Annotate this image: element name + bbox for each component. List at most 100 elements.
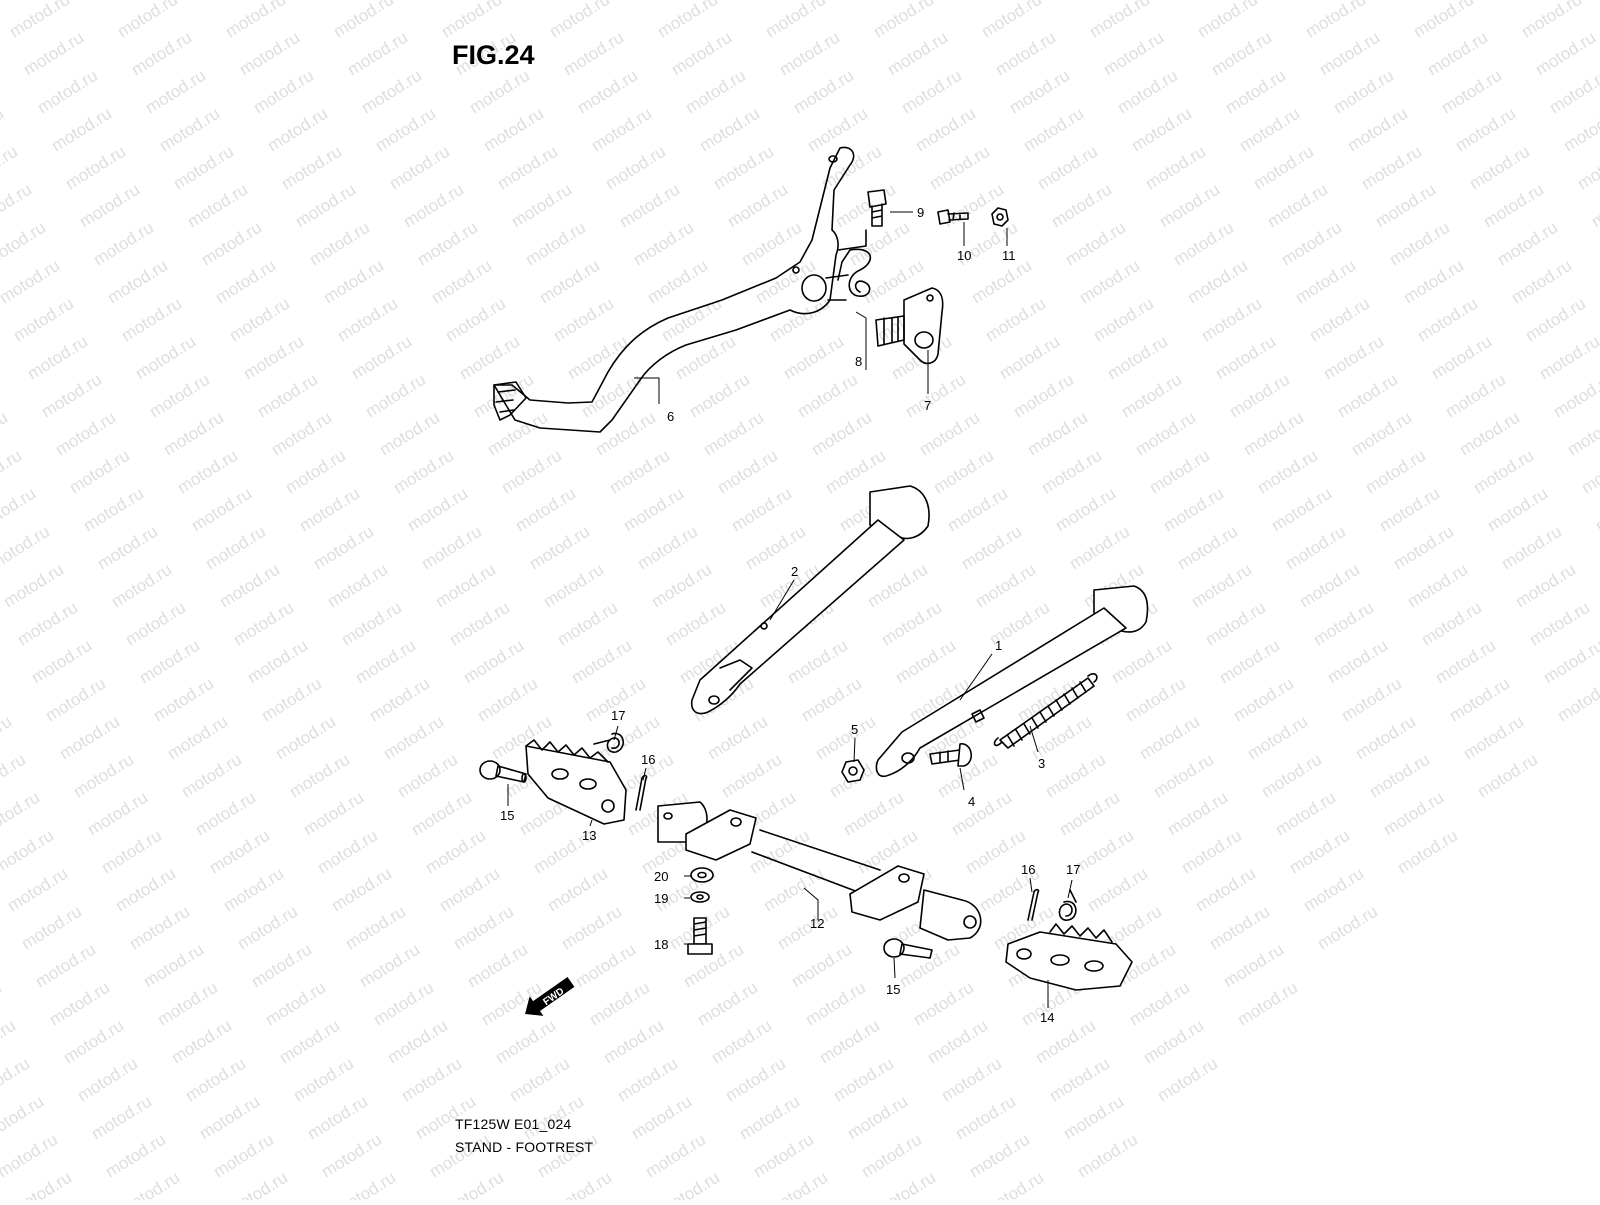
- watermark-text: motod.ru: [1292, 256, 1359, 308]
- pedal-spring: [837, 248, 871, 297]
- watermark-text: motod.ru: [1076, 256, 1143, 308]
- watermark-text: motod.ru: [700, 408, 767, 460]
- watermark-text: motod.ru: [1006, 66, 1073, 118]
- watermark-text: motod.ru: [534, 1130, 601, 1182]
- callout-4: 4: [968, 794, 975, 809]
- watermark-text: motod.ru: [0, 560, 67, 612]
- watermark-text: motod.ru: [736, 1092, 803, 1144]
- watermark-text: motod.ru: [1474, 750, 1541, 802]
- watermark-text: motod.ru: [1086, 0, 1153, 41]
- watermark-text: motod.ru: [404, 484, 471, 536]
- watermark-text: motod.ru: [394, 750, 461, 802]
- watermark-text: motod.ru: [1104, 332, 1171, 384]
- watermark-text: motod.ru: [318, 1130, 385, 1182]
- watermark-text: motod.ru: [196, 1092, 263, 1144]
- watermark-text: motod.ru: [628, 1092, 695, 1144]
- watermark-text: motod.ru: [822, 446, 889, 498]
- watermark-text: motod.ru: [704, 712, 771, 764]
- watermark-text: motod.ru: [762, 0, 829, 41]
- watermark-text: motod.ru: [926, 142, 993, 194]
- watermark-text: motod.ru: [42, 674, 109, 726]
- watermark-text: motod.ru: [1470, 446, 1537, 498]
- watermark-text: motod.ru: [184, 180, 251, 232]
- footrest-bracket: [657, 801, 982, 941]
- watermark-text: motod.ru: [508, 180, 575, 232]
- watermark-text: motod.ru: [1150, 750, 1217, 802]
- watermark-text: motod.ru: [108, 560, 175, 612]
- watermark-text: motod.ru: [272, 712, 339, 764]
- watermark-text: motod.ru: [668, 28, 735, 80]
- watermark-text: motod.ru: [780, 332, 847, 384]
- watermark-text: motod.ru: [1522, 294, 1589, 346]
- watermark-text: motod.ru: [1194, 0, 1261, 41]
- watermark-text: motod.ru: [142, 66, 209, 118]
- watermark-text: motod.ru: [572, 940, 639, 992]
- watermark-text: motod.ru: [88, 1092, 155, 1144]
- watermark-text: motod.ru: [352, 636, 419, 688]
- watermark-text: motod.ru: [1320, 332, 1387, 384]
- watermark-text: motod.ru: [586, 978, 653, 1030]
- watermark-text: motod.ru: [212, 256, 279, 308]
- watermark-text: motod.ru: [1324, 636, 1391, 688]
- watermark-text: motod.ru: [830, 1054, 897, 1106]
- watermark-text: motod.ru: [1198, 294, 1265, 346]
- callout-9: 9: [917, 205, 924, 220]
- watermark-text: motod.ru: [1480, 180, 1547, 232]
- watermark-text: motod.ru: [18, 902, 85, 954]
- watermark-text: motod.ru: [74, 1054, 141, 1106]
- watermark-text: motod.ru: [1334, 370, 1401, 422]
- watermark-text: motod.ru: [606, 446, 673, 498]
- watermark-text: motod.ru: [14, 598, 81, 650]
- watermark-text: motod.ru: [46, 978, 113, 1030]
- watermark-text: motod.ru: [1344, 104, 1411, 156]
- watermark-text: motod.ru: [1202, 598, 1269, 650]
- watermark-text: motod.ru: [1494, 218, 1561, 270]
- watermark-text: motod.ru: [290, 1054, 357, 1106]
- watermark-text: motod.ru: [80, 484, 147, 536]
- footrest-spring-right: [1058, 889, 1077, 921]
- watermark-text: motod.ru: [1446, 674, 1513, 726]
- footrest-left: [525, 739, 627, 825]
- watermark-text: motod.ru: [460, 636, 527, 688]
- watermark-text: motod.ru: [182, 1054, 249, 1106]
- watermark-text: motod.ru: [414, 218, 481, 270]
- watermark-text: motod.ru: [682, 66, 749, 118]
- watermark-text: motod.ru: [122, 598, 189, 650]
- watermark-text: motod.ru: [126, 902, 193, 954]
- watermark-text: motod.ru: [1042, 750, 1109, 802]
- watermark-text: motod.ru: [742, 522, 809, 574]
- watermark-text: motod.ru: [386, 142, 453, 194]
- watermark-text: motod.ru: [642, 1130, 709, 1182]
- watermark-text: motod.ru: [220, 864, 287, 916]
- watermark-text: motod.ru: [60, 1016, 127, 1068]
- watermark-text: motod.ru: [188, 484, 255, 536]
- watermark-text: motod.ru: [802, 978, 869, 1030]
- watermark-text: motod.ru: [982, 294, 1049, 346]
- watermark-text: motod.ru: [102, 1130, 169, 1182]
- watermark-text: motod.ru: [564, 332, 631, 384]
- watermark-text: motod.ru: [114, 0, 181, 41]
- callout-19: 19: [654, 891, 668, 906]
- watermark-text: motod.ru: [156, 104, 223, 156]
- watermark-text: motod.ru: [1372, 180, 1439, 232]
- watermark-text: motod.ru: [774, 902, 841, 954]
- watermark-text: motod.ru: [132, 332, 199, 384]
- watermark-text: motod.ru: [470, 370, 537, 422]
- watermark-text: motod.ru: [48, 104, 115, 156]
- watermark-text: motod.ru: [694, 978, 761, 1030]
- watermark-text: motod.ru: [1230, 674, 1297, 726]
- stand-nut: [841, 759, 865, 783]
- watermark-text: motod.ru: [1052, 484, 1119, 536]
- callout-8: 8: [855, 354, 862, 369]
- watermark-text: motod.ru: [1296, 560, 1363, 612]
- cotter-pin-right: [1027, 888, 1040, 921]
- watermark-text: motod.ru: [1512, 560, 1579, 612]
- callout-3: 3: [1038, 756, 1045, 771]
- watermark-text: motod.ru: [1264, 180, 1331, 232]
- watermark-text: motod.ru: [1560, 104, 1600, 156]
- footrest-right: [1005, 923, 1133, 991]
- watermark-text: motod.ru: [1460, 712, 1527, 764]
- watermark-text: motod.ru: [1380, 788, 1447, 840]
- watermark-text: motod.ru: [1118, 370, 1185, 422]
- watermark-text: motod.ru: [714, 446, 781, 498]
